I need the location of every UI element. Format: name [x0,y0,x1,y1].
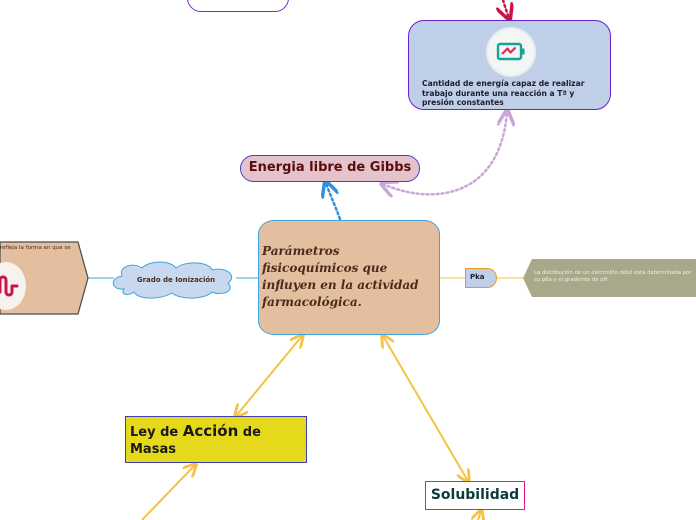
battery-icon [488,29,534,75]
link-gibbs-to-energy [383,112,507,194]
energy-definition-node[interactable]: Cantidad de energía capaz de realizar tr… [408,20,611,110]
ionization-label: Grado de Ionización [136,276,216,284]
central-topic-text: Parámetros fisicoquímicos que influyen e… [262,244,419,309]
link-central-to-solubility [383,336,468,481]
gibbs-free-energy-node[interactable]: Energia libre de Gibbs [240,155,420,182]
left-node-text: refleja la forma en que se [0,245,71,251]
pka-description-node [523,259,696,297]
energy-definition-text: Cantidad de energía capaz de realizar tr… [422,79,585,107]
mass-action-label-part3: de Masas [130,425,261,457]
link-central-to-mass-action [236,336,302,416]
pka-node[interactable]: Pka [465,268,497,288]
link-central-to-gibbs [326,183,342,221]
link-mass-action-down [141,465,195,520]
top-partial-node[interactable] [187,0,289,12]
pulse-icon [0,262,26,310]
central-topic-node[interactable]: Parámetros fisicoquímicos que influyen e… [258,220,440,335]
solubility-node[interactable]: Solubilidad [425,481,525,510]
mass-action-label-part1: Ley de [130,425,183,440]
link-solubility-down [478,511,481,520]
pka-description-text: La distribución de un electrolito débil … [534,270,692,283]
mass-action-law-node[interactable]: Ley de Acción de Masas [125,416,307,463]
mass-action-label-part2: Acción [182,422,239,440]
link-top-to-energy [503,0,509,18]
ionization-cloud-node [112,261,233,299]
